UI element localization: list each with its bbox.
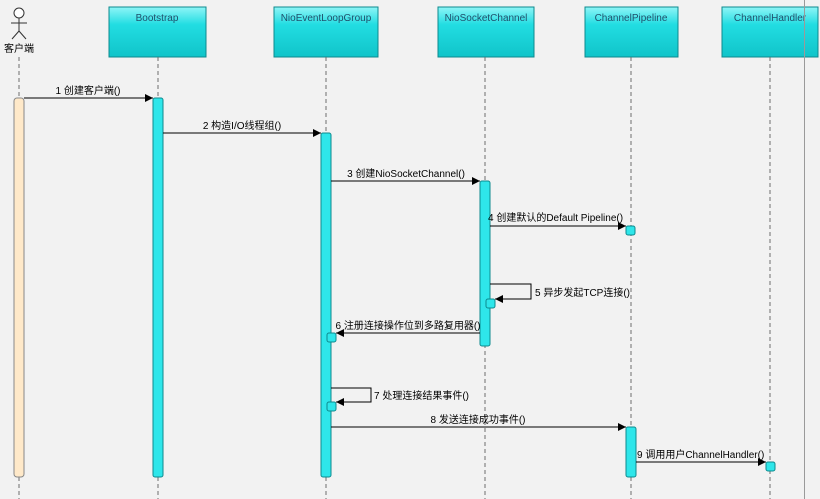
participant-label: NioEventLoopGroup bbox=[281, 13, 372, 24]
activation-niosocketchannel bbox=[479, 180, 491, 347]
message-7: 7 处理连接结果事件() bbox=[331, 387, 469, 406]
message-6: 6 注册连接操作位到多路复用器() bbox=[336, 319, 481, 337]
activation-handler-invoke bbox=[765, 461, 776, 472]
message-label: 7 处理连接结果事件() bbox=[374, 389, 469, 402]
message-label: 8 发送连接成功事件() bbox=[431, 413, 526, 426]
message-4: 4 创建默认的Default Pipeline() bbox=[488, 211, 626, 230]
message-label: 9 调用用户ChannelHandler() bbox=[637, 448, 764, 461]
participant-nioeventloopgroup: NioEventLoopGroup bbox=[273, 6, 379, 58]
participant-label: ChannelHandler bbox=[734, 13, 807, 24]
participant-label: ChannelPipeline bbox=[595, 13, 668, 24]
activation-bootstrap bbox=[152, 97, 164, 478]
activation-group-handle bbox=[326, 401, 337, 412]
activation-channelpipeline bbox=[625, 426, 637, 478]
message-1: 1 创建客户端() bbox=[24, 84, 153, 102]
participant-label: NioSocketChannel bbox=[445, 13, 528, 24]
message-label: 4 创建默认的Default Pipeline() bbox=[488, 211, 623, 224]
actor-icon bbox=[11, 7, 27, 40]
message-label: 3 创建NioSocketChannel() bbox=[347, 167, 465, 180]
activation-channel-connect bbox=[485, 298, 496, 309]
participant-label: Bootstrap bbox=[136, 13, 179, 24]
message-8: 8 发送连接成功事件() bbox=[331, 413, 626, 431]
message-9: 9 调用用户ChannelHandler() bbox=[636, 448, 766, 466]
message-label: 1 创建客户端() bbox=[56, 84, 121, 97]
actor-label: 客户端 bbox=[4, 42, 34, 55]
message-3: 3 创建NioSocketChannel() bbox=[331, 167, 480, 185]
message-label: 2 构造I/O线程组() bbox=[203, 119, 281, 132]
participant-niosocketchannel: NioSocketChannel bbox=[437, 6, 535, 58]
right-border bbox=[804, 0, 805, 499]
message-2: 2 构造I/O线程组() bbox=[163, 119, 321, 137]
activation-group-register bbox=[326, 332, 337, 343]
message-5: 5 异步发起TCP连接() bbox=[490, 283, 630, 303]
participant-channelpipeline: ChannelPipeline bbox=[584, 6, 679, 58]
participant-channelhandler: ChannelHandler bbox=[721, 6, 819, 58]
message-label: 6 注册连接操作位到多路复用器() bbox=[336, 319, 481, 332]
activation-actor bbox=[13, 97, 25, 478]
activation-nioeventloopgroup bbox=[320, 132, 332, 478]
message-label: 5 异步发起TCP连接() bbox=[535, 286, 630, 299]
activation-pipeline-create bbox=[625, 225, 636, 236]
participant-bootstrap: Bootstrap bbox=[108, 6, 207, 58]
